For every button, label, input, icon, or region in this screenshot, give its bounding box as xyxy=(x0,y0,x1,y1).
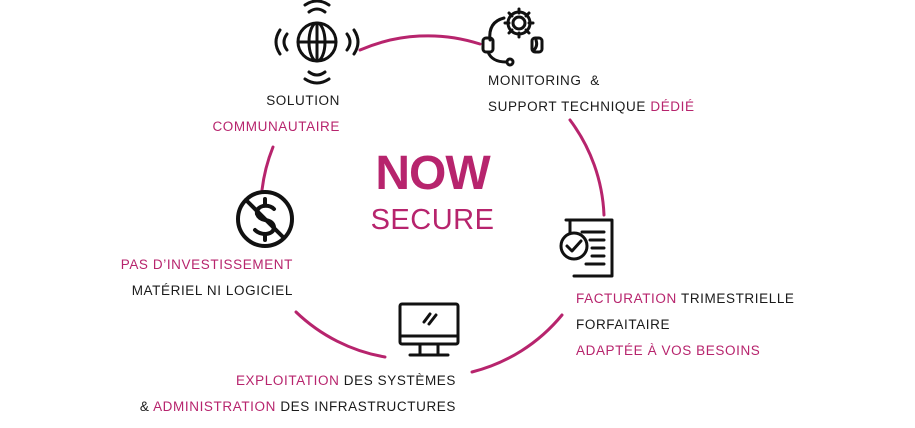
arc-left xyxy=(260,145,275,192)
label-operations: EXPLOITATION DES SYSTÈMES & ADMINISTRATI… xyxy=(86,368,456,420)
arc-right-upper xyxy=(568,118,606,217)
monitor-icon xyxy=(398,302,460,357)
investment-line1: PAS D’INVESTISSEMENT xyxy=(120,257,293,272)
billing-line3: ADAPTÉE À VOS BESOINS xyxy=(576,343,761,358)
operations-line2-accent: ADMINISTRATION xyxy=(153,399,276,414)
monitoring-line2-prefix: SUPPORT TECHNIQUE xyxy=(488,99,651,114)
label-community: SOLUTION COMMUNAUTAIRE xyxy=(160,88,340,140)
label-investment: PAS D’INVESTISSEMENT MATÉRIEL NI LOGICIE… xyxy=(90,252,293,304)
billing-line1: FACTURATION TRIMESTRIELLE xyxy=(576,286,795,312)
no-dollar-icon xyxy=(236,190,294,248)
globe-signal-icon xyxy=(274,0,360,85)
investment-line2: MATÉRIEL NI LOGICIEL xyxy=(131,283,293,298)
billing-line2: FORFAITAIRE xyxy=(576,317,671,332)
operations-line2-rest: DES INFRASTRUCTURES xyxy=(275,399,456,414)
monitoring-line2-accent: DÉDIÉ xyxy=(650,99,695,114)
operations-line1: EXPLOITATION DES SYSTÈMES xyxy=(86,368,456,394)
invoice-check-icon xyxy=(559,218,614,278)
headset-gear-icon xyxy=(481,7,544,67)
operations-line2-prefix: & xyxy=(139,399,154,414)
community-line2: COMMUNAUTAIRE xyxy=(212,119,340,134)
operations-line2: & ADMINISTRATION DES INFRASTRUCTURES xyxy=(86,394,456,420)
label-billing: FACTURATION TRIMESTRIELLE FORFAITAIRE AD… xyxy=(576,286,795,364)
operations-line1-accent: EXPLOITATION xyxy=(235,373,340,388)
arc-top xyxy=(358,34,482,52)
billing-line1-rest: TRIMESTRIELLE xyxy=(676,291,795,306)
billing-line1-accent: FACTURATION xyxy=(576,291,677,306)
arc-bottom-left xyxy=(294,310,387,359)
center-subtitle: SECURE xyxy=(370,204,495,236)
center-title: NOW xyxy=(375,147,490,200)
arc-right-lower xyxy=(470,313,564,374)
monitoring-line2: SUPPORT TECHNIQUE DÉDIÉ xyxy=(488,94,695,120)
community-line1: SOLUTION xyxy=(266,93,340,108)
monitoring-line1: MONITORING & xyxy=(488,73,600,88)
operations-line1-rest: DES SYSTÈMES xyxy=(339,373,456,388)
label-monitoring: MONITORING & SUPPORT TECHNIQUE DÉDIÉ xyxy=(488,68,695,120)
